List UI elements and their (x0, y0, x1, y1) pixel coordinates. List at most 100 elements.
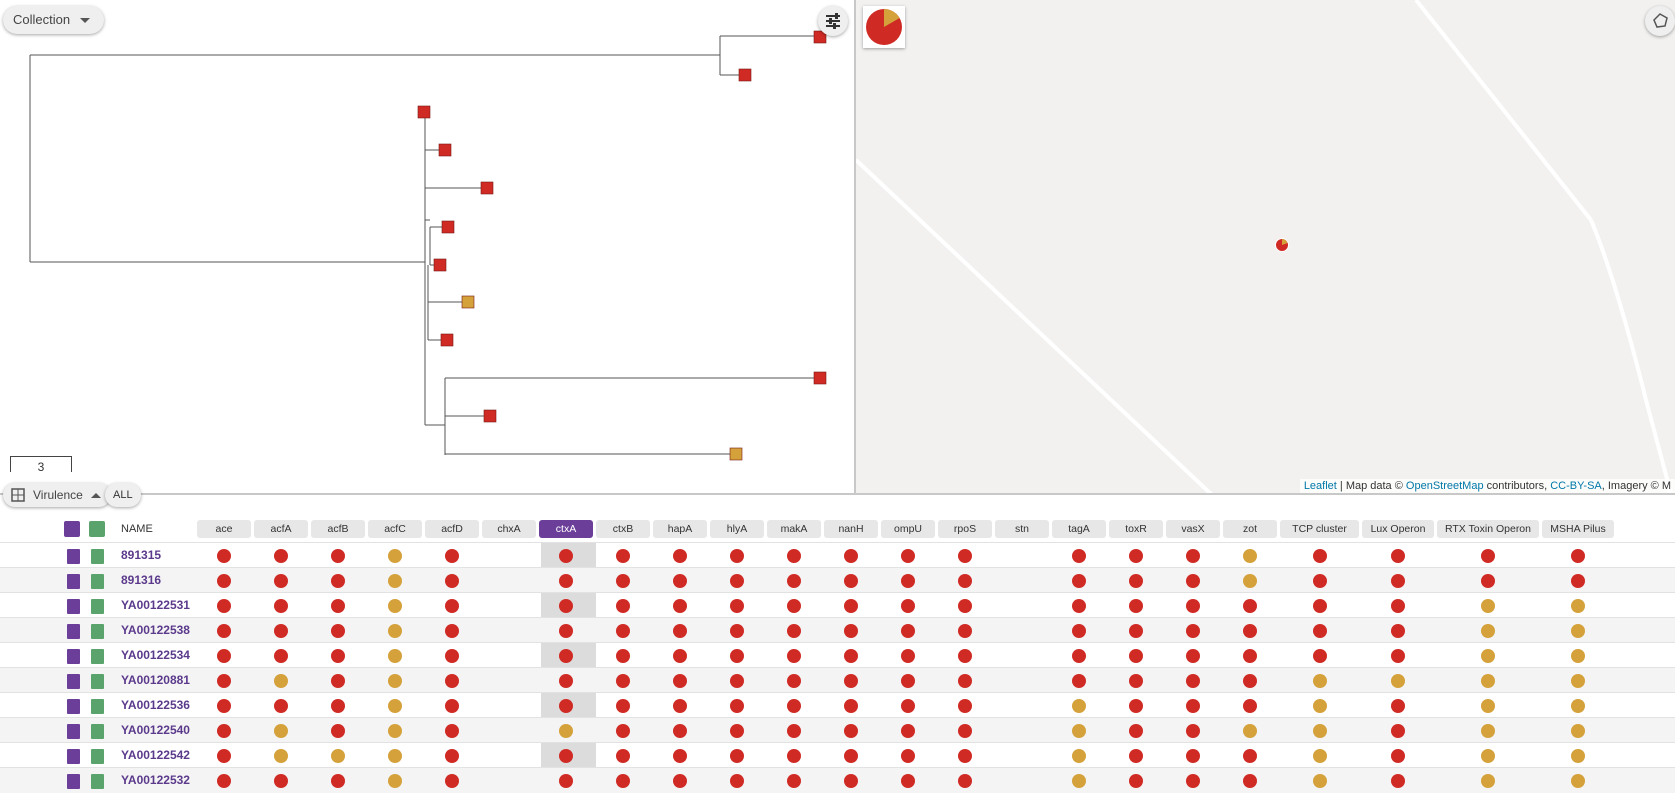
cc-by-sa-link[interactable]: CC-BY-SA (1550, 480, 1602, 492)
gene-presence-dot[interactable] (331, 549, 345, 563)
column-header-acfa[interactable]: acfA (254, 520, 308, 538)
gene-presence-dot[interactable] (274, 774, 288, 788)
gene-presence-dot[interactable] (901, 624, 915, 638)
gene-presence-dot[interactable] (616, 574, 630, 588)
column-header-chxa[interactable]: chxA (482, 520, 536, 538)
gene-presence-dot[interactable] (388, 674, 402, 688)
column-header-ctxb[interactable]: ctxB (596, 520, 650, 538)
gene-presence-dot[interactable] (445, 549, 459, 563)
gff-file-icon[interactable] (91, 624, 104, 639)
all-button[interactable]: ALL (105, 483, 141, 507)
gene-presence-dot[interactable] (445, 674, 459, 688)
column-header-tcp-cluster[interactable]: TCP cluster (1280, 520, 1359, 538)
column-header-nanh[interactable]: nanH (824, 520, 878, 538)
gene-presence-dot[interactable] (1129, 699, 1143, 713)
gff-file-icon[interactable] (91, 774, 104, 789)
gene-presence-dot[interactable] (616, 724, 630, 738)
table-row[interactable]: YA00122542 (0, 742, 1675, 768)
gene-presence-dot[interactable] (730, 599, 744, 613)
gene-presence-dot[interactable] (1186, 649, 1200, 663)
gene-presence-dot[interactable] (844, 624, 858, 638)
gene-presence-dot[interactable] (730, 774, 744, 788)
table-row[interactable]: YA00122536 (0, 692, 1675, 718)
gene-presence-dot[interactable] (217, 699, 231, 713)
gene-presence-dot[interactable] (1243, 674, 1257, 688)
gene-presence-dot[interactable] (217, 574, 231, 588)
gene-presence-dot[interactable] (1391, 649, 1405, 663)
gene-presence-dot[interactable] (1391, 624, 1405, 638)
gene-presence-dot[interactable] (1312, 624, 1327, 638)
gene-presence-dot[interactable] (673, 674, 687, 688)
gff-file-icon[interactable] (91, 649, 104, 664)
column-header-msha-pilus[interactable]: MSHA Pilus (1542, 520, 1614, 538)
gene-presence-dot[interactable] (673, 649, 687, 663)
gene-presence-dot[interactable] (1391, 774, 1405, 788)
gene-presence-dot[interactable] (787, 699, 801, 713)
gene-presence-dot[interactable] (1186, 674, 1200, 688)
column-header-toxr[interactable]: toxR (1109, 520, 1163, 538)
gene-presence-dot[interactable] (1312, 749, 1327, 763)
gene-presence-dot[interactable] (559, 674, 573, 688)
fasta-file-icon[interactable] (67, 774, 80, 789)
gene-presence-dot[interactable] (217, 774, 231, 788)
gene-presence-dot[interactable] (1481, 574, 1495, 588)
gene-presence-dot[interactable] (901, 749, 915, 763)
gene-presence-dot[interactable] (1391, 699, 1405, 713)
gene-presence-dot[interactable] (388, 649, 402, 663)
gene-presence-dot[interactable] (1571, 599, 1585, 613)
gene-presence-dot[interactable] (445, 599, 459, 613)
gene-presence-dot[interactable] (1571, 549, 1585, 563)
gene-presence-dot[interactable] (274, 574, 288, 588)
row-name-link[interactable]: YA00120881 (121, 673, 190, 687)
gene-presence-dot[interactable] (217, 724, 231, 738)
gene-presence-dot[interactable] (1312, 674, 1327, 688)
fasta-file-icon[interactable] (67, 674, 80, 689)
fasta-file-icon[interactable] (67, 599, 80, 614)
gene-presence-dot[interactable] (1186, 724, 1200, 738)
gene-presence-dot[interactable] (730, 624, 744, 638)
gene-presence-dot[interactable] (616, 599, 630, 613)
gene-presence-dot[interactable] (1391, 749, 1405, 763)
row-name-link[interactable]: YA00122536 (121, 698, 190, 712)
phylogenetic-tree[interactable] (0, 0, 855, 494)
fasta-file-icon[interactable] (67, 549, 80, 564)
column-header-rtx-toxin-operon[interactable]: RTX Toxin Operon (1437, 520, 1539, 538)
gene-presence-dot[interactable] (901, 774, 915, 788)
gene-presence-dot[interactable] (274, 549, 288, 563)
gene-presence-dot[interactable] (1129, 749, 1143, 763)
gene-presence-dot[interactable] (1481, 649, 1495, 663)
gene-presence-dot[interactable] (1571, 699, 1585, 713)
gene-presence-dot[interactable] (217, 749, 231, 763)
gff-file-icon[interactable] (91, 749, 104, 764)
gene-presence-dot[interactable] (1391, 724, 1405, 738)
map-legend-pie[interactable] (863, 6, 905, 48)
gene-presence-dot[interactable] (901, 574, 915, 588)
gene-presence-dot[interactable] (673, 774, 687, 788)
gene-presence-dot[interactable] (274, 674, 288, 688)
gene-presence-dot[interactable] (445, 574, 459, 588)
column-header-stn[interactable]: stn (995, 520, 1049, 538)
row-name-link[interactable]: YA00122532 (121, 773, 190, 787)
gene-presence-dot[interactable] (331, 724, 345, 738)
column-header-vasx[interactable]: vasX (1166, 520, 1220, 538)
gene-presence-dot[interactable] (388, 624, 402, 638)
tree-settings-button[interactable] (818, 6, 848, 36)
horizontal-splitter[interactable] (0, 493, 1675, 495)
gff-file-icon[interactable] (91, 574, 104, 589)
gene-presence-dot[interactable] (388, 724, 402, 738)
gene-presence-dot[interactable] (331, 649, 345, 663)
table-row[interactable]: YA00120881 (0, 667, 1675, 693)
tree-leaf-node[interactable] (738, 68, 752, 82)
row-name-link[interactable]: 891316 (121, 573, 162, 587)
gene-presence-dot[interactable] (559, 599, 573, 613)
gene-presence-dot[interactable] (274, 699, 288, 713)
gene-presence-dot[interactable] (616, 674, 630, 688)
download-gff-icon[interactable] (89, 521, 105, 537)
gene-presence-dot[interactable] (559, 774, 573, 788)
gff-file-icon[interactable] (91, 724, 104, 739)
gene-presence-dot[interactable] (1072, 649, 1086, 663)
gene-presence-dot[interactable] (1481, 624, 1495, 638)
tree-leaf-node[interactable] (813, 30, 827, 44)
gene-presence-dot[interactable] (1481, 699, 1495, 713)
map-control-button[interactable] (1645, 6, 1675, 36)
